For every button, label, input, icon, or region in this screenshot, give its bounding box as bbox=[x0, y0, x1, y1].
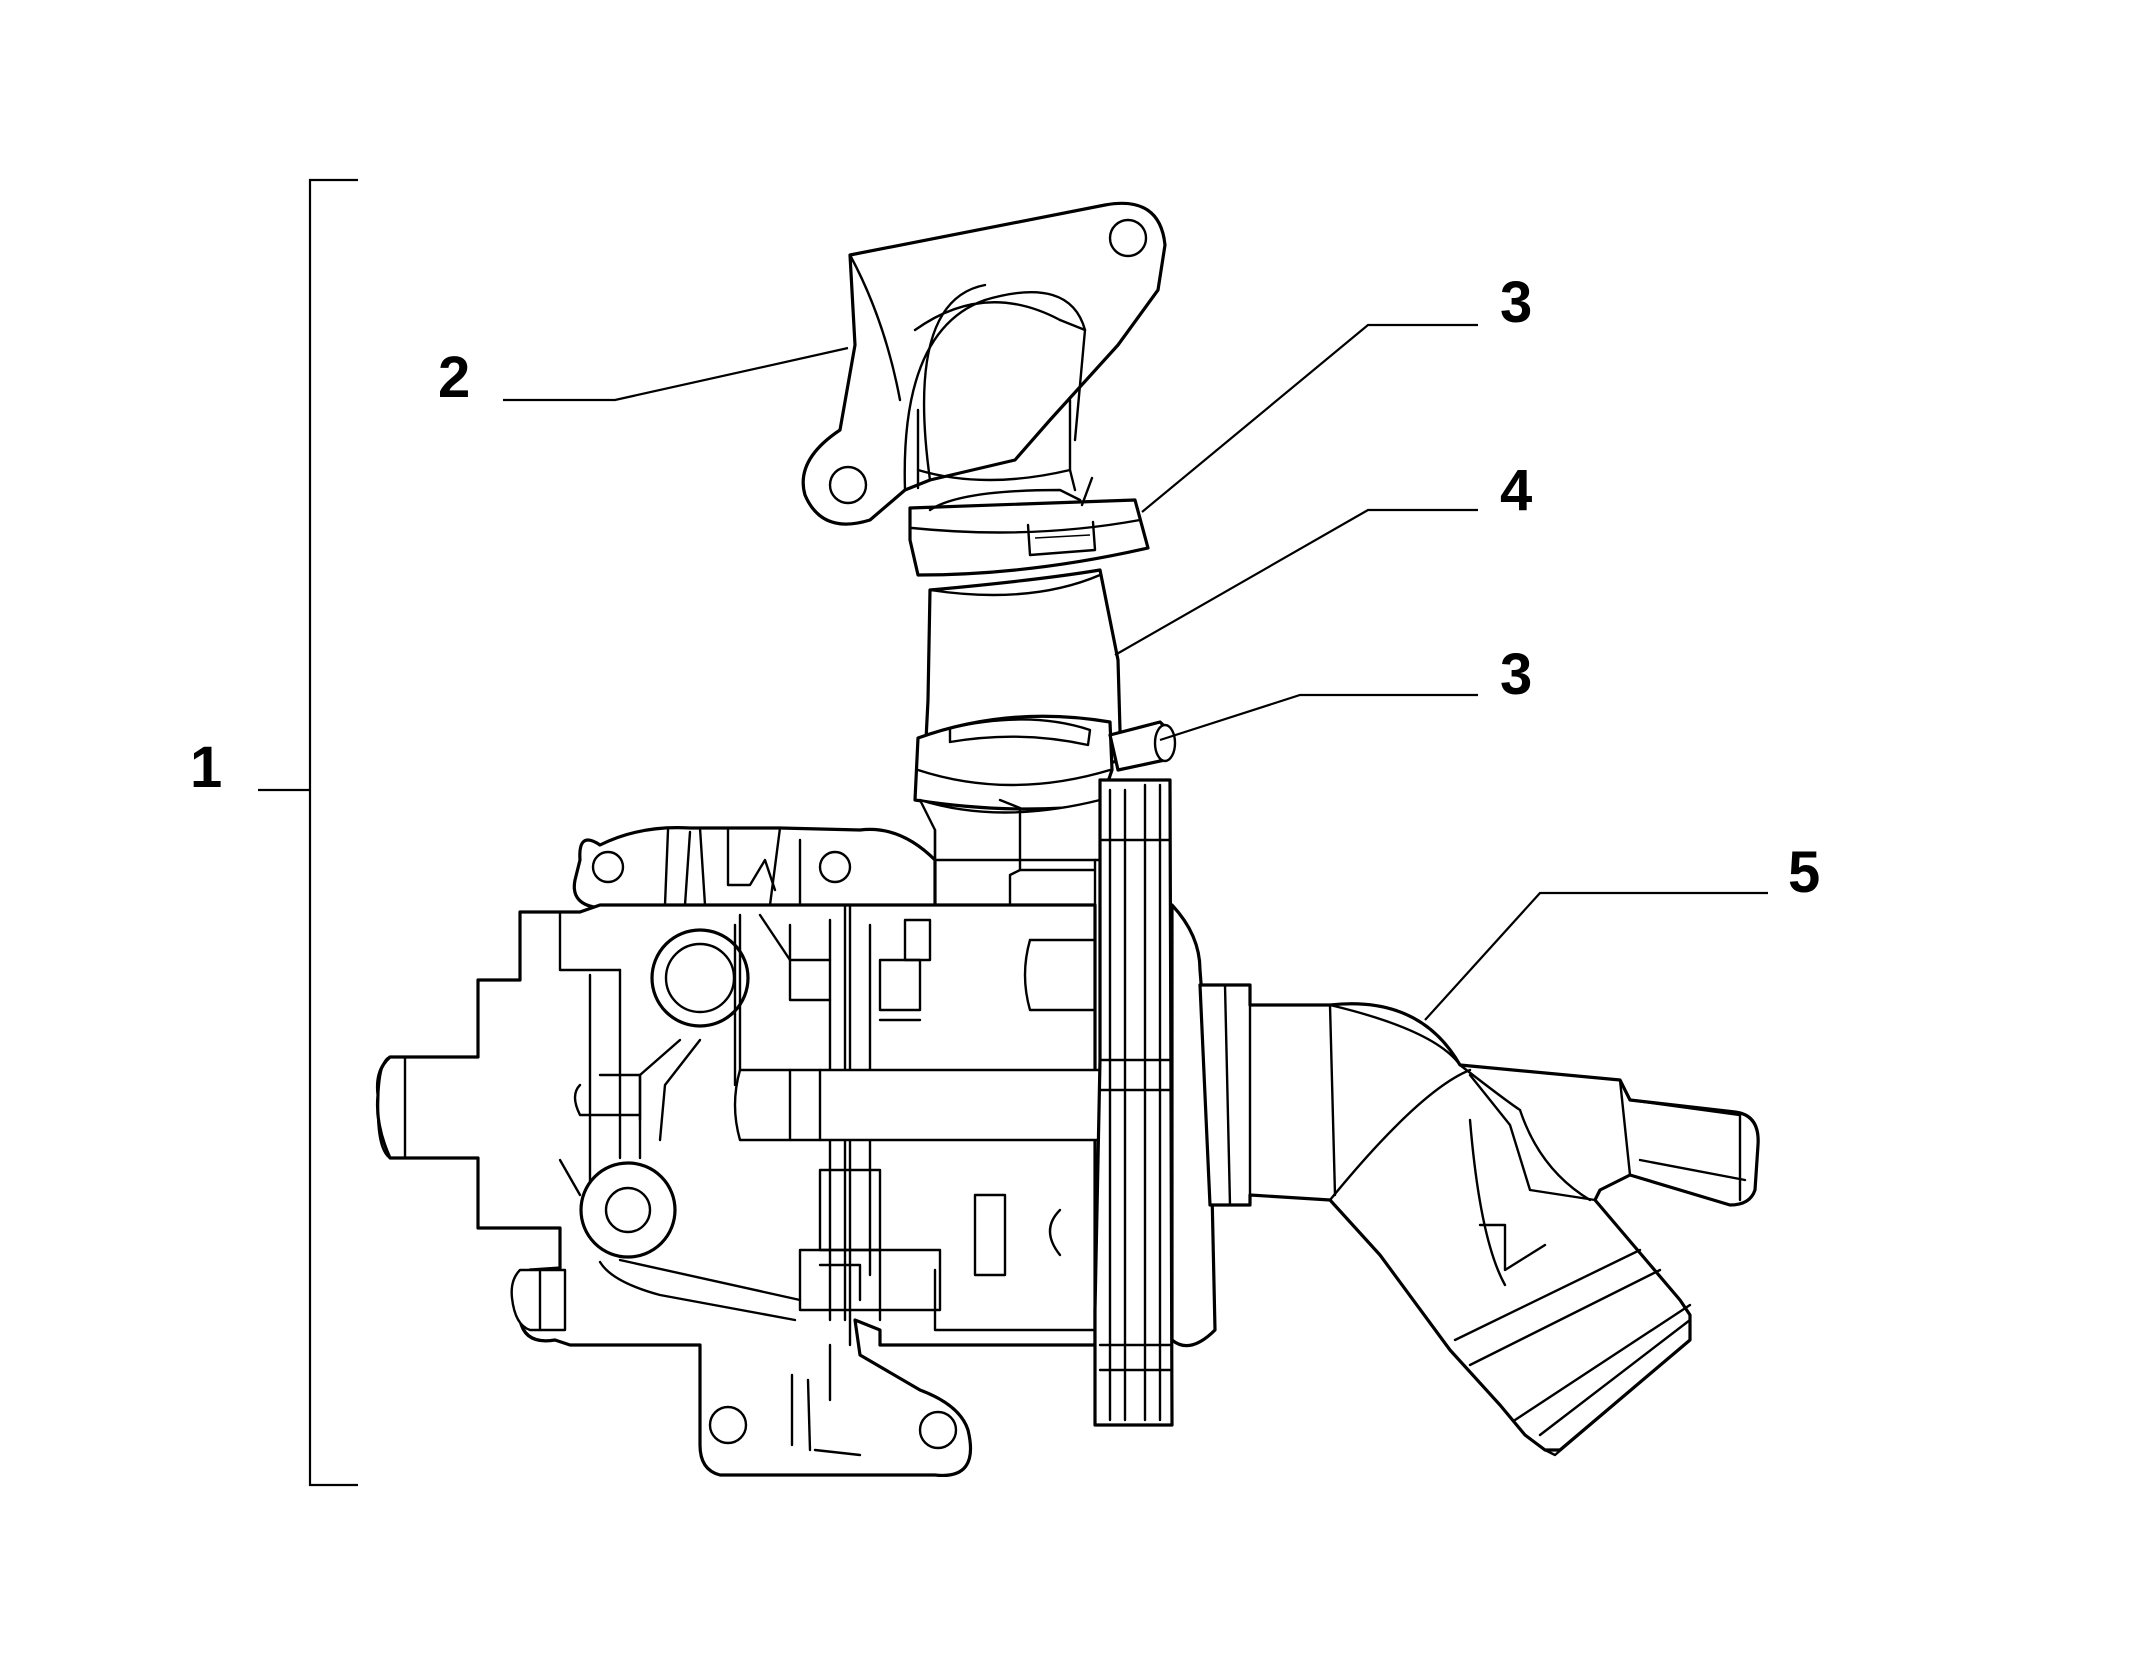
gasket-plate bbox=[1093, 778, 1217, 1427]
leader-4 bbox=[1114, 508, 1478, 656]
callout-3-upper: 3 bbox=[1500, 270, 1532, 335]
outlet-elbow bbox=[1198, 983, 1760, 1457]
callout-5: 5 bbox=[1788, 840, 1820, 905]
callout-4: 4 bbox=[1500, 458, 1532, 523]
callout-labels: 1 2 3 4 3 5 bbox=[190, 270, 1820, 905]
upper-hose-clamp bbox=[908, 476, 1150, 577]
callout-1: 1 bbox=[190, 735, 222, 800]
leader-5 bbox=[1424, 891, 1768, 1021]
thermostat-housing bbox=[375, 798, 1102, 1478]
assembly-bracket bbox=[258, 178, 358, 1487]
leader-3-lower bbox=[1159, 693, 1478, 742]
outlet-flange-elbow bbox=[801, 201, 1167, 526]
leader-2 bbox=[503, 346, 849, 402]
callout-3-lower: 3 bbox=[1500, 642, 1532, 707]
lower-hose-clamp bbox=[913, 714, 1177, 811]
leader-3-upper bbox=[1141, 323, 1478, 513]
callout-2: 2 bbox=[438, 345, 470, 410]
leader-lines bbox=[503, 323, 1768, 1021]
